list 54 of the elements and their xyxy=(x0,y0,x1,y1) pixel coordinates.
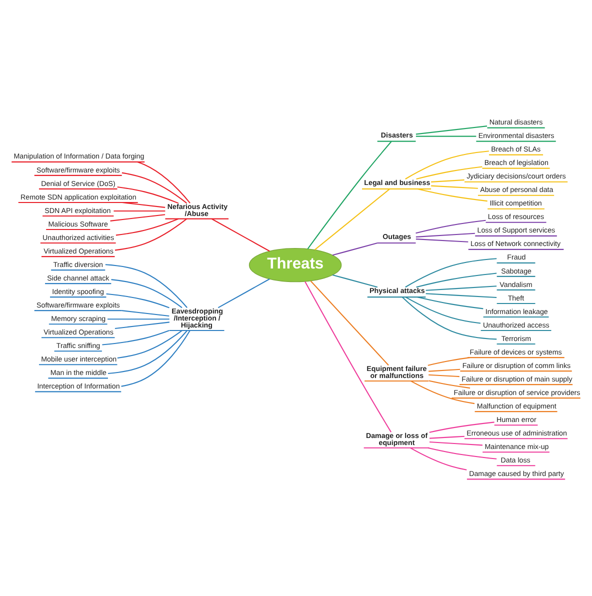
connector xyxy=(417,296,484,309)
connector xyxy=(429,440,482,446)
connector xyxy=(111,278,182,308)
connector xyxy=(416,238,468,242)
connector xyxy=(416,232,475,237)
connector xyxy=(110,214,166,221)
connector xyxy=(402,296,497,340)
connector xyxy=(416,219,486,234)
connector xyxy=(211,218,270,252)
connector xyxy=(314,188,390,250)
connector xyxy=(218,278,270,308)
connector xyxy=(416,125,488,134)
connector xyxy=(114,210,166,212)
connector xyxy=(428,368,460,372)
connector xyxy=(416,166,482,179)
connector xyxy=(105,264,188,308)
connector xyxy=(108,318,170,320)
connector xyxy=(121,330,190,386)
connector xyxy=(116,218,179,236)
connector xyxy=(416,135,476,136)
connector xyxy=(122,310,170,316)
connector xyxy=(428,374,460,377)
connector xyxy=(406,296,481,324)
connector xyxy=(416,272,497,288)
connector xyxy=(106,292,170,308)
connector xyxy=(114,218,187,250)
connector xyxy=(426,285,497,290)
connector xyxy=(428,446,497,459)
connector xyxy=(410,380,475,404)
connector xyxy=(428,356,470,366)
connector xyxy=(431,178,464,182)
connector xyxy=(405,150,489,179)
connector xyxy=(102,330,170,345)
connector xyxy=(114,321,170,328)
connector xyxy=(332,242,378,256)
connector xyxy=(307,140,392,249)
connector xyxy=(429,421,494,432)
connector xyxy=(122,172,187,203)
connector xyxy=(117,330,182,358)
connector xyxy=(304,280,392,432)
connector xyxy=(117,186,179,204)
connector xyxy=(310,280,389,366)
connector xyxy=(137,161,190,203)
connector xyxy=(405,258,497,288)
connector xyxy=(426,292,497,298)
connector xyxy=(122,201,166,208)
connector xyxy=(108,330,188,374)
connector xyxy=(410,446,467,470)
connector xyxy=(417,188,488,202)
node-ellipse: Threats xyxy=(248,248,342,282)
connector xyxy=(431,184,478,188)
connector xyxy=(332,274,378,288)
connector xyxy=(428,380,470,388)
connector xyxy=(429,435,464,438)
